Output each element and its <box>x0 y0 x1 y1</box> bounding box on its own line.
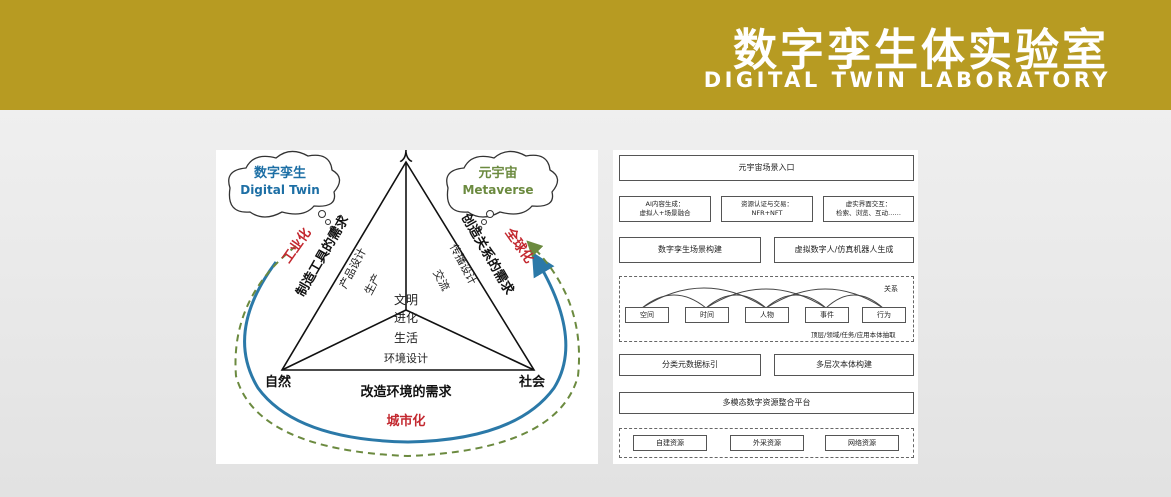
source-network: 网络资源 <box>825 435 899 451</box>
cloud-digital-twin: 数字孪生 Digital Twin <box>228 150 341 231</box>
source-self-built: 自建资源 <box>633 435 707 451</box>
left-inner-label-2: 生产 <box>361 271 384 297</box>
node-time: 时间 <box>685 307 729 323</box>
platform-box: 多模态数字资源整合平台 <box>619 392 914 414</box>
cloud-right-cn: 元宇宙 <box>478 165 517 181</box>
lab-subtitle: DIGITAL TWIN LABORATORY <box>703 68 1111 92</box>
apex-nature: 自然 <box>265 374 291 390</box>
center-life: 生活 <box>394 331 418 345</box>
inner-line-right <box>405 309 535 371</box>
multilevel-ontology-box: 多层次本体构建 <box>774 354 914 376</box>
node-behavior: 行为 <box>862 307 906 323</box>
cloud-right-en: Metaverse <box>462 183 533 197</box>
lab-title: 数字孪生体实验室 <box>733 25 1109 76</box>
center-civilization: 文明 <box>394 292 418 307</box>
architecture-diagram-panel: 元宇宙场景入口 AI内容生成： 虚拟人+场景融合 资源认证与交易： NFR+NF… <box>613 150 918 464</box>
arc-left-label: 工业化 <box>279 225 314 266</box>
ontology-note: 顶层/领域/任务/应用本体抽取 <box>811 331 896 339</box>
metaverse-entry-box: 元宇宙场景入口 <box>619 155 914 181</box>
arc-blue <box>243 251 568 444</box>
triangle-diagram: 数字孪生 Digital Twin 元宇宙 Metaverse 人 自然 社会 … <box>228 149 580 458</box>
knowledge-graph-area <box>619 276 914 342</box>
bottom-edge-label: 改造环境的需求 <box>360 384 452 400</box>
metadata-box: 分类元数据标引 <box>619 354 761 376</box>
sources-area <box>619 428 914 458</box>
arc-right-label: 全球化 <box>501 224 537 266</box>
scene-build-box: 数字孪生场景构建 <box>619 237 761 263</box>
header-banner: 数字孪生体实验室 DIGITAL TWIN LABORATORY <box>0 0 1171 110</box>
interaction-box: 虚实界面交互： 检索、浏览、互动…… <box>823 196 914 222</box>
center-env-design: 环境设计 <box>384 351 428 365</box>
apex-society: 社会 <box>518 374 546 390</box>
resource-auth-box: 资源认证与交易： NFR+NFT <box>721 196 813 222</box>
arc-bottom-label: 城市化 <box>386 413 425 429</box>
cloud-left-cn: 数字孪生 <box>254 165 306 181</box>
source-purchased: 外采资源 <box>730 435 804 451</box>
triangle <box>280 160 536 371</box>
ai-generation-box: AI内容生成： 虚拟人+场景融合 <box>619 196 711 222</box>
relation-arcs <box>641 287 884 309</box>
cloud-metaverse: 元宇宙 Metaverse <box>446 150 559 231</box>
virtual-human-box: 虚拟数字人/仿真机器人生成 <box>774 237 914 263</box>
node-space: 空间 <box>625 307 669 323</box>
center-evolution: 进化 <box>394 311 418 325</box>
right-edge-label: 创造关系的需求 <box>457 210 517 299</box>
node-person: 人物 <box>745 307 789 323</box>
cloud-left-en: Digital Twin <box>240 183 320 197</box>
right-inner-label-2: 交流 <box>430 267 453 293</box>
inner-line-left <box>281 309 407 371</box>
arc-green-dashed <box>234 240 580 458</box>
relation-label: 关系 <box>884 285 898 293</box>
apex-person: 人 <box>399 150 413 165</box>
node-event: 事件 <box>805 307 849 323</box>
triangle-diagram-panel: 数字孪生 Digital Twin 元宇宙 Metaverse 人 自然 社会 … <box>216 149 598 464</box>
